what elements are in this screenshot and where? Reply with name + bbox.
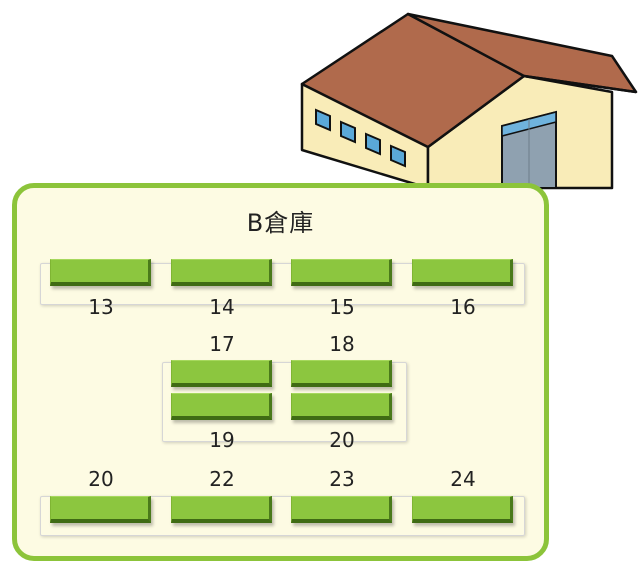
slot-21[interactable] bbox=[50, 496, 151, 523]
slot-label: 17 bbox=[209, 332, 235, 356]
slot-16[interactable] bbox=[412, 259, 513, 286]
slot-20[interactable] bbox=[291, 393, 392, 420]
middle-frame bbox=[162, 362, 407, 442]
slot-label: 20 bbox=[329, 428, 355, 452]
slot-13[interactable] bbox=[50, 259, 151, 286]
slot-18[interactable] bbox=[291, 360, 392, 387]
slot-23[interactable] bbox=[291, 496, 392, 523]
slot-22[interactable] bbox=[171, 496, 272, 523]
slot-label: 19 bbox=[209, 428, 235, 452]
slot-label: 22 bbox=[209, 467, 235, 491]
slot-label: 20 bbox=[88, 467, 114, 491]
building-windows bbox=[315, 108, 406, 168]
slot-24[interactable] bbox=[412, 496, 513, 523]
slot-label: 16 bbox=[450, 295, 476, 319]
slot-15[interactable] bbox=[291, 259, 392, 286]
row-frame bbox=[40, 496, 525, 536]
slot-label: 24 bbox=[450, 467, 476, 491]
building-door bbox=[501, 110, 557, 189]
slot-17[interactable] bbox=[171, 360, 272, 387]
slot-19[interactable] bbox=[171, 393, 272, 420]
panel-title: B倉庫 bbox=[246, 209, 315, 237]
slot-label: 15 bbox=[329, 295, 355, 319]
slot-14[interactable] bbox=[171, 259, 272, 286]
row-frame bbox=[40, 263, 525, 305]
warehouse-building-icon bbox=[300, 12, 638, 190]
slot-label: 13 bbox=[88, 295, 114, 319]
slot-label: 14 bbox=[209, 295, 235, 319]
slot-label: 23 bbox=[329, 467, 355, 491]
slot-label: 18 bbox=[329, 332, 355, 356]
